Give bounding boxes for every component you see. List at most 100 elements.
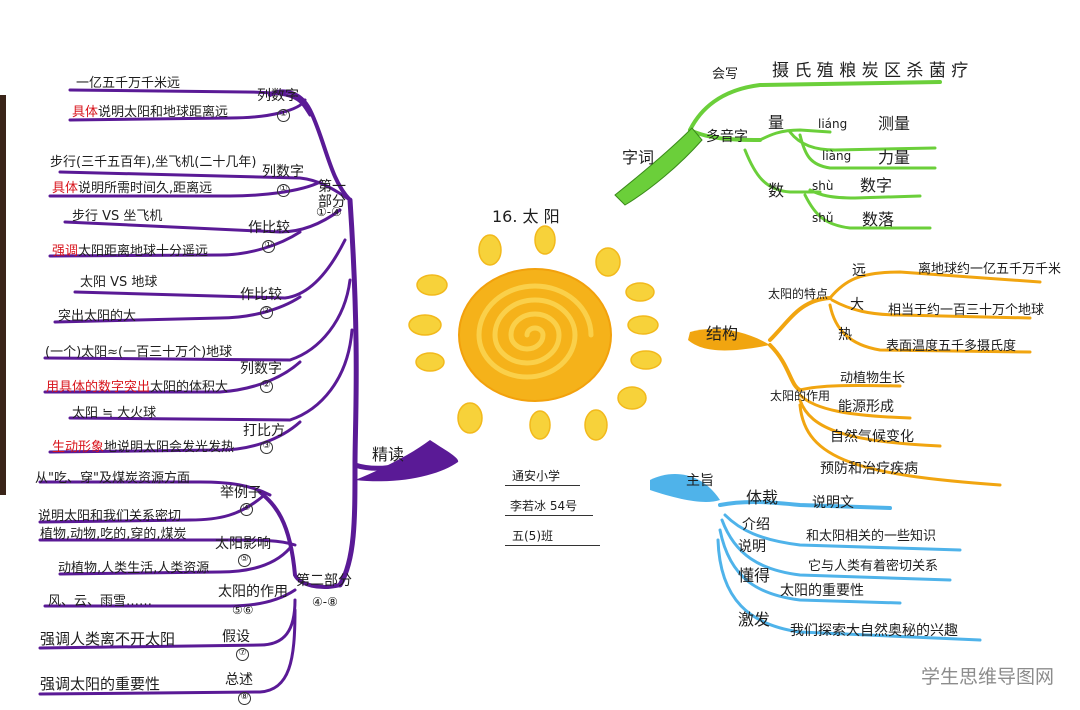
pinyin: liáng [818, 117, 848, 131]
leaf-text: 从"吃、穿"及煤炭资源方面 [35, 471, 190, 486]
features-label: 太阳的特点 [768, 287, 829, 301]
theme-key: 体裁 [746, 488, 779, 507]
leaf-text: 动植物,人类生活,人类资源 [58, 561, 210, 576]
paragraph-number: ③ [260, 441, 273, 454]
pinyin: shù [812, 179, 834, 193]
huixie-chars: 摄 氏 殖 粮 炭 区 杀 菌 疗 [772, 61, 969, 81]
leaf-text: 太阳 ≒ 大火球 [72, 406, 157, 421]
page-title: 16. 太 阳 [492, 207, 560, 226]
author-name: 李若冰 54号 [510, 499, 578, 513]
polyphone-word: 力量 [878, 148, 911, 167]
theme-text: 说明文 [812, 495, 854, 511]
paragraph-number: ① [277, 109, 290, 122]
theme-branches [650, 474, 982, 642]
paragraph-number: ② [260, 306, 273, 319]
leaf-text: 突出太阳的大 [58, 309, 137, 324]
leaf-text: 强调人类离不开太阳 [40, 630, 176, 648]
watermark: 学生思维导图网 [920, 666, 1054, 688]
page-edge [0, 95, 6, 495]
leaf-text-rest: 说明太阳和地球距离远 [98, 105, 229, 120]
branch-label: 打比方 [243, 423, 285, 439]
paragraph-number: ⑦ [236, 648, 249, 661]
structure-branches [688, 270, 1042, 487]
leaf-text: 用具体的数字突出太阳的体积大 [46, 381, 228, 394]
part1-label: 第一部分 [318, 179, 346, 211]
reading-root-label: 精读 [372, 445, 405, 464]
relation-item: 动植物生长 [840, 371, 906, 386]
leaf-text: 具体说明太阳和地球距离远 [72, 106, 228, 119]
branch-label: 列数字 [240, 361, 282, 377]
highlight-text: 具体 [52, 181, 79, 196]
relations-label: 太阳的作用 [770, 389, 831, 403]
branch-label: 列数字 [257, 88, 299, 104]
author-class: 五(5)班 [512, 529, 553, 543]
paragraph-number: ① [277, 184, 290, 197]
theme-key: 激发 [738, 610, 771, 629]
polyphone-char: 数 [768, 181, 785, 200]
paragraph-number: ⑤⑥ [232, 603, 254, 617]
theme-root-label: 主旨 [686, 473, 714, 489]
part1-range: ①-④ [316, 205, 342, 219]
duoyin-label: 多音字 [706, 129, 748, 145]
leaf-text: 一亿五千万千米远 [76, 76, 181, 91]
highlight-text: 用具体的数字突出 [46, 380, 151, 395]
leaf-text: 强调太阳的重要性 [40, 675, 161, 693]
branch-label: 作比较 [248, 220, 290, 236]
paragraph-number: ② [260, 380, 273, 393]
branch-label: 作比较 [240, 287, 282, 303]
leaf-text: 植物,动物,吃的,穿的,煤炭 [40, 527, 187, 542]
pinyin: liàng [822, 149, 852, 163]
polyphone-char: 量 [768, 113, 785, 132]
feature-key: 热 [838, 327, 852, 343]
highlight-text: 强调 [52, 244, 79, 259]
leaf-text: 生动形象地说明太阳会发光发热 [52, 441, 234, 454]
leaf-text: 风、云、雨雪…… [48, 594, 153, 609]
theme-text: 和太阳相关的一些知识 [806, 529, 937, 544]
theme-key: 说明 [738, 539, 766, 555]
highlight-text: 生动形象 [52, 440, 105, 455]
branch-label: 列数字 [262, 164, 304, 180]
part2-label: 第二部分 [296, 573, 352, 589]
leaf-text-rest: 说明所需时间久,距离远 [78, 181, 213, 196]
feature-text: 表面温度五千多摄氏度 [886, 339, 1017, 354]
polyphone-word: 数落 [862, 210, 895, 229]
polyphone-word: 数字 [860, 176, 893, 195]
part2-range: ④-⑧ [312, 595, 338, 609]
author-underline [505, 515, 593, 516]
leaf-text-rest: 太阳的体积大 [150, 380, 229, 395]
leaf-text: 具体说明所需时间久,距离远 [52, 182, 212, 195]
leaf-text-rest: 太阳距离地球十分遥远 [78, 244, 209, 259]
branch-label: 总述 [225, 672, 253, 688]
huixie-label: 会写 [712, 67, 739, 82]
feature-text: 离地球约一亿五千万千米 [918, 262, 1062, 277]
paragraph-number: ④ [240, 503, 253, 516]
branch-label: 假设 [222, 629, 250, 645]
words-branches [614, 80, 942, 230]
theme-text: 我们探索大自然奥秘的兴趣 [790, 623, 958, 639]
pinyin: shǔ [812, 211, 834, 225]
leaf-text: (一个)太阳≈(一百三十万个)地球 [45, 345, 233, 360]
feature-text: 相当于约一百三十万个地球 [888, 303, 1045, 318]
author-school: 通安小学 [512, 469, 561, 483]
author-underline [505, 545, 600, 546]
branch-label: 太阳的作用 [218, 584, 288, 600]
feature-key: 远 [852, 263, 866, 279]
reading-branches [38, 88, 459, 696]
theme-text: 它与人类有着密切关系 [808, 559, 939, 574]
theme-key: 懂得 [738, 566, 771, 585]
sun-illustration [408, 225, 662, 441]
branch-label: 太阳影响 [215, 536, 271, 552]
paragraph-number: ⑧ [238, 692, 251, 705]
feature-key: 大 [850, 297, 864, 313]
relation-item: 自然气候变化 [830, 429, 914, 445]
leaf-text: 太阳 VS 地球 [80, 275, 158, 290]
leaf-text-rest: 地说明太阳会发光发热 [104, 440, 235, 455]
paragraph-number: ⑤ [238, 554, 251, 567]
polyphone-word: 测量 [878, 114, 911, 133]
leaf-text: 强调太阳距离地球十分遥远 [52, 245, 208, 258]
leaf-text: 步行(三千五百年),坐飞机(二十几年) [50, 155, 257, 170]
relation-item: 预防和治疗疾病 [820, 461, 918, 477]
highlight-text: 具体 [72, 105, 99, 120]
relation-item: 能源形成 [838, 399, 894, 415]
